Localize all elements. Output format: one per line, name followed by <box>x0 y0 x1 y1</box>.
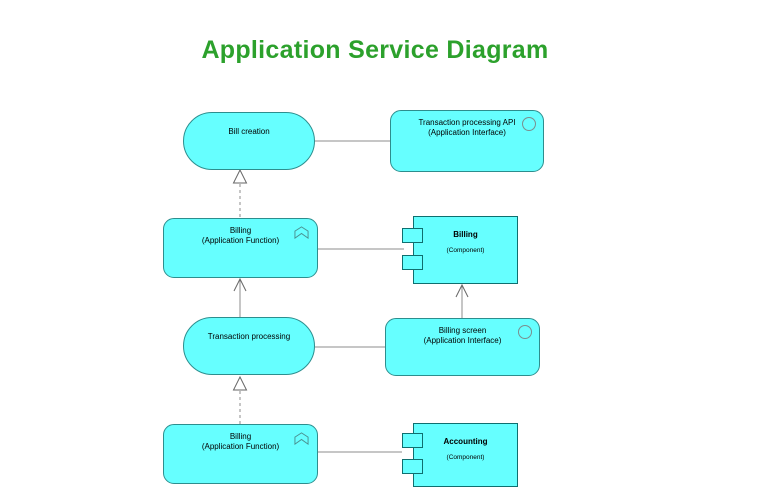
interface-circle-icon <box>522 117 536 131</box>
component-tab-icon <box>402 433 423 448</box>
node-label: Billing <box>453 230 478 239</box>
node-billing-function-top[interactable]: Billing (Application Function) <box>163 218 318 278</box>
edge-realization-billingfunc2-to-transactionprocessing <box>232 375 248 424</box>
interface-circle-icon <box>518 325 532 339</box>
edge-serving-transactionprocessing-to-billingfunc <box>233 277 247 317</box>
node-label: Accounting <box>443 437 488 446</box>
node-label: Billing <box>229 226 252 235</box>
function-chevron-icon <box>294 432 309 450</box>
node-label: Transaction processing <box>207 332 291 341</box>
node-label: Transaction processing API <box>418 118 516 127</box>
node-label: Billing <box>229 432 252 441</box>
function-chevron-icon <box>294 226 309 244</box>
node-label: Billing screen <box>438 326 487 335</box>
node-sublabel: (Component) <box>446 454 485 461</box>
node-sublabel: (Application Interface) <box>423 336 502 345</box>
component-tab-icon <box>402 459 423 474</box>
node-label: Bill creation <box>228 127 270 136</box>
component-tab-icon <box>402 228 423 243</box>
node-billing-function-bottom[interactable]: Billing (Application Function) <box>163 424 318 484</box>
node-billing-component[interactable]: Billing (Component) <box>402 216 518 284</box>
node-transaction-processing[interactable]: Transaction processing <box>183 317 315 375</box>
edge-serving-billingscreen-to-billingcomponent <box>455 283 469 318</box>
node-sublabel: (Application Function) <box>201 442 280 451</box>
node-sublabel: (Application Interface) <box>428 128 506 137</box>
node-bill-creation[interactable]: Bill creation <box>183 112 315 170</box>
node-transaction-processing-api[interactable]: Transaction processing API (Application … <box>390 110 544 172</box>
edge-realization-billingfunc-to-billcreation <box>232 168 248 218</box>
node-sublabel: (Application Function) <box>201 236 280 245</box>
node-billing-screen[interactable]: Billing screen (Application Interface) <box>385 318 540 376</box>
node-sublabel: (Component) <box>446 247 485 254</box>
node-accounting-component[interactable]: Accounting (Component) <box>402 423 518 487</box>
component-tab-icon <box>402 255 423 270</box>
diagram-title: Application Service Diagram <box>201 36 549 64</box>
